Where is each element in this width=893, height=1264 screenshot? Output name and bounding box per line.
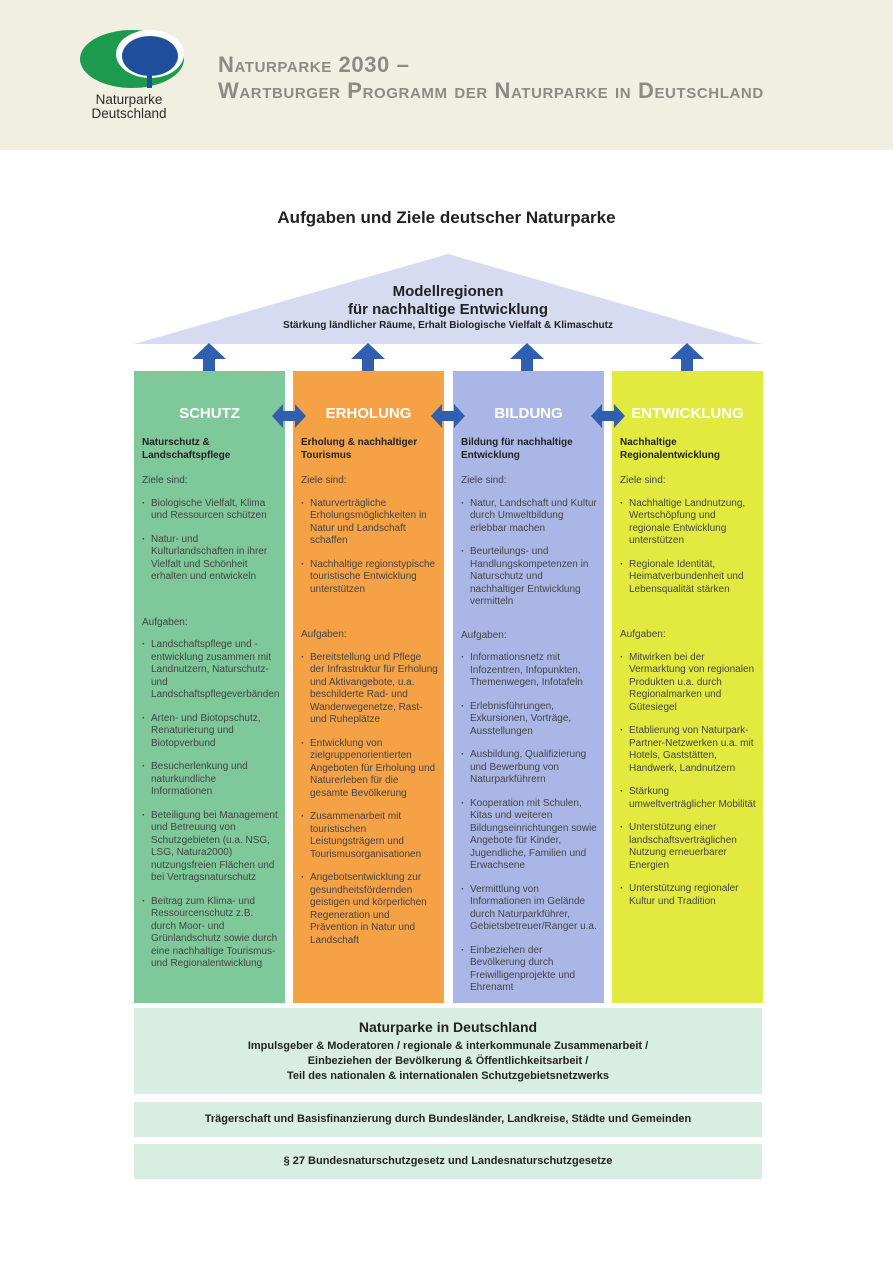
column-erholung: ERHOLUNG Erholung & nachhaltiger Tourism… [293, 371, 444, 1003]
list-item: Beteiligung bei Management und Betreuung… [142, 810, 279, 885]
ziele-label: Ziele sind: [620, 475, 666, 486]
foundation-line2: Einbeziehen der Bevölkerung & Öffentlich… [307, 1055, 589, 1067]
list-item: Natur- und Kulturlandschaften in ihrer V… [142, 534, 279, 584]
roof-heading: Modellregionen für nachhaltige Entwicklu… [134, 283, 762, 319]
list-item: Biologische Vielfalt, Klima und Ressourc… [142, 498, 279, 523]
column-body: Ziele sind: Natur, Landschaft und Kultur… [461, 475, 598, 1006]
roof-line3: Stärkung ländlicher Räume, Erhalt Biolog… [283, 320, 613, 331]
list-item: Entwicklung von zielgruppenorientierten … [301, 738, 438, 801]
aufgaben-label: Aufgaben: [142, 616, 188, 628]
list-item: Naturverträgliche Erholungsmöglichkeiten… [301, 498, 438, 548]
column-subtitle: Naturschutz & Landschaftspflege [142, 437, 231, 461]
up-arrow-icon [670, 343, 704, 379]
list-item: Mitwirken bei der Vermarktung von region… [620, 652, 757, 715]
column-body: Ziele sind: Nachhaltige Landnutzung, Wer… [620, 475, 757, 919]
up-arrow-icon [351, 343, 385, 379]
list-item: Angebotsentwicklung zur gesundheitsförde… [301, 872, 438, 947]
list-item: Besucherlenkung und naturkundliche Infor… [142, 761, 279, 799]
foundation-heading: Naturparke in Deutschland [358, 1019, 538, 1035]
column-title: ERHOLUNG [325, 405, 412, 422]
list-item: Beurteilungs- und Handlungskompetenzen i… [461, 546, 598, 609]
list-item: Ausbildung, Qualifizierung und Bewerbung… [461, 749, 598, 787]
column-schutz: SCHUTZ Naturschutz & Landschaftspflege Z… [134, 371, 285, 1003]
foundation-band-traegerschaft: Trägerschaft und Basisfinanzierung durch… [134, 1102, 762, 1137]
list-item: Zusammenarbeit mit touristischen Leistun… [301, 811, 438, 861]
aufgaben-label: Aufgaben: [301, 629, 347, 640]
double-arrow-icon [431, 404, 465, 428]
column-body: Ziele sind: Biologische Vielfalt, Klima … [142, 475, 279, 982]
list-item: Erlebnisführungen, Exkursionen, Vorträge… [461, 701, 598, 739]
list-item: Vermittlung von Informationen im Gelände… [461, 884, 598, 934]
aufgaben-label: Aufgaben: [461, 629, 507, 641]
column-subtitle: Erholung & nachhaltiger Tourismus [301, 437, 418, 461]
double-arrow-icon [591, 404, 625, 428]
roof-line2: für nachhaltige Entwicklung [347, 301, 549, 318]
list-item: Einbeziehen der Bevölkerung durch Freiwi… [461, 945, 598, 995]
list-item: Informationsnetz mit Infozentren, Infopu… [461, 652, 598, 690]
list-item: Regionale Identität, Heimatverbundenheit… [620, 559, 757, 597]
foundation-band-naturparke: Naturparke in Deutschland Impulsgeber & … [134, 1008, 762, 1094]
up-arrow-icon [192, 343, 226, 379]
list-item: Kooperation mit Schulen, Kitas und weite… [461, 798, 598, 873]
list-item: Beitrag zum Klima- und Ressourcenschutz … [142, 896, 279, 971]
foundation-line1: Impulsgeber & Moderatoren / regionale & … [247, 1040, 649, 1052]
list-item: Landschaftspflege und -entwicklung zusam… [142, 639, 279, 702]
foundation-band-gesetz: § 27 Bundesnaturschutzgesetz und Landesn… [134, 1144, 762, 1179]
list-item: Bereitstellung und Pflege der Infrastruk… [301, 652, 438, 727]
foundation-text: Impulsgeber & Moderatoren / regionale & … [134, 1039, 762, 1084]
page-header: Naturparke Deutschland Naturparke 2030 –… [0, 0, 893, 150]
roof-line1: Modellregionen [392, 283, 504, 300]
ziele-label: Ziele sind: [142, 475, 188, 486]
list-item: Nachhaltige regionstypische touristische… [301, 559, 438, 597]
list-item: Natur, Landschaft und Kultur durch Umwel… [461, 498, 598, 536]
ziele-label: Ziele sind: [461, 475, 507, 486]
header-title-line2: Wartburger Programm der Naturparke in De… [218, 78, 764, 103]
column-title: SCHUTZ [179, 405, 240, 422]
double-arrow-icon [272, 404, 306, 428]
column-subtitle: Nachhaltige Regionalentwicklung [620, 437, 721, 461]
column-bildung: BILDUNG Bildung für nachhaltige Entwickl… [453, 371, 604, 1003]
column-body: Ziele sind: Naturverträgliche Erholungsm… [301, 475, 438, 958]
header-title: Naturparke 2030 – Wartburger Programm de… [218, 52, 764, 104]
foundation-line3: Teil des nationalen & internationalen Sc… [287, 1070, 609, 1082]
list-item: Nachhaltige Landnutzung, Wertschöpfung u… [620, 498, 757, 548]
list-item: Arten- und Biotopschutz, Renaturierung u… [142, 713, 279, 751]
header-title-line1: Naturparke 2030 – [218, 52, 410, 77]
aufgaben-label: Aufgaben: [620, 629, 666, 640]
logo-wordmark: Naturparke Deutschland [84, 93, 174, 121]
column-entwicklung: ENTWICKLUNG Nachhaltige Regionalentwickl… [612, 371, 763, 1003]
diagram-title: Aufgaben und Ziele deutscher Naturparke [277, 208, 616, 227]
list-item: Unterstützung einer landschaftsverträgli… [620, 822, 757, 872]
list-item: Unterstützung regionaler Kultur und Trad… [620, 883, 757, 908]
column-title: BILDUNG [494, 405, 563, 422]
ziele-label: Ziele sind: [301, 475, 347, 486]
naturparke-logo [80, 30, 184, 88]
list-item: Etablierung von Naturpark-Partner-Netzwe… [620, 725, 757, 775]
up-arrow-icon [510, 343, 544, 379]
logo-line1: Naturparke [95, 92, 163, 107]
list-item: Stärkung umweltverträglicher Mobilität [620, 786, 757, 811]
column-subtitle: Bildung für nachhaltige Entwicklung [461, 437, 573, 461]
roof-triangle [134, 254, 762, 344]
logo-line2: Deutschland [91, 106, 167, 121]
column-title: ENTWICKLUNG [631, 405, 744, 422]
